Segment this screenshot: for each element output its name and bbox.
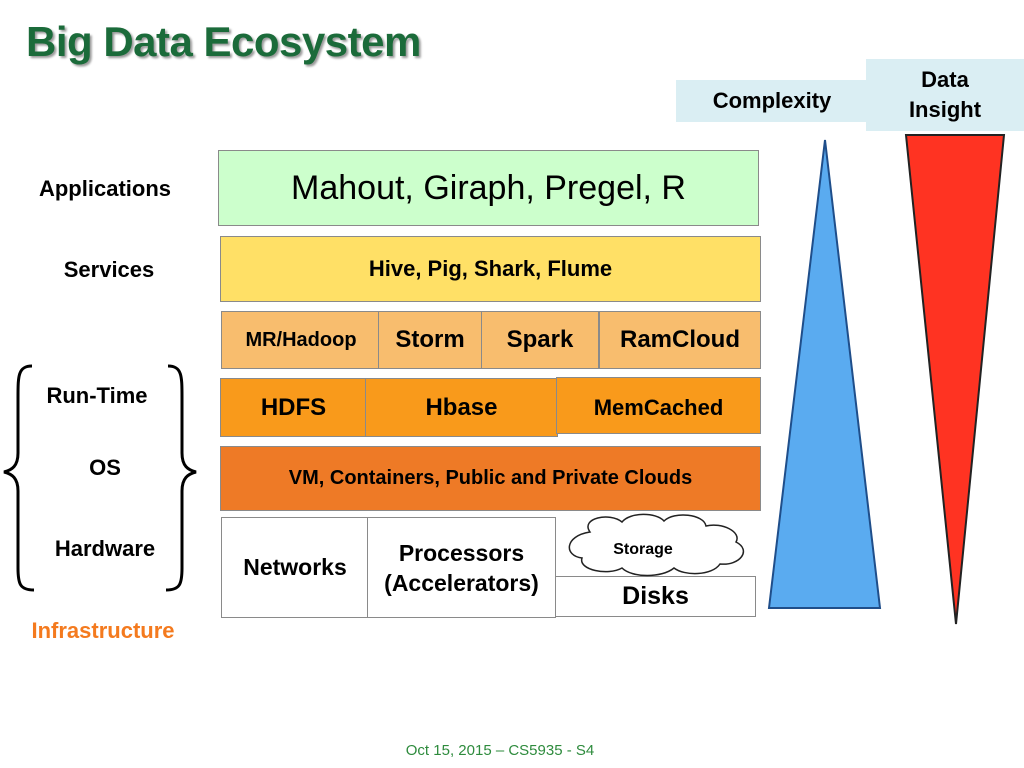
label-services: Services	[63, 257, 155, 282]
right-brace	[165, 364, 197, 592]
storm-box: Storm	[378, 311, 482, 369]
infrastructure-brace	[3, 364, 197, 592]
data-insight-line1: Data	[921, 67, 969, 92]
processors-label: Processors	[398, 539, 525, 566]
label-os: OS	[89, 455, 121, 480]
memcached-box: MemCached	[556, 377, 761, 434]
accelerators-label: (Accelerators)	[384, 569, 539, 596]
vm-containers-box: VM, Containers, Public and Private Cloud…	[220, 446, 761, 511]
disks-box: Disks	[555, 576, 756, 617]
footer-text: Oct 15, 2015 – CS5935 - S4	[405, 742, 595, 759]
label-infrastructure: Infrastructure	[31, 618, 175, 643]
data-insight-line2: Insight	[908, 97, 982, 122]
storage-cloud-icon	[568, 513, 744, 577]
storage-label: Storage	[613, 541, 673, 558]
applications-box: Mahout, Giraph, Pregel, R	[218, 150, 759, 226]
complexity-header: Complexity	[676, 80, 868, 122]
networks-box: Networks	[221, 517, 369, 618]
left-brace	[3, 364, 35, 592]
triangles-graphic	[767, 134, 1006, 625]
spark-box: Spark	[481, 311, 599, 369]
complexity-header-label: Complexity	[712, 88, 832, 113]
data-insight-triangle	[904, 134, 1006, 625]
hbase-box: Hbase	[365, 378, 558, 437]
label-hardware: Hardware	[54, 536, 156, 561]
hdfs-box: HDFS	[220, 378, 367, 437]
label-run-time: Run-Time	[46, 383, 148, 408]
ramcloud-box: RamCloud	[599, 311, 761, 369]
complexity-triangle	[767, 139, 882, 609]
data-insight-header: Data Insight	[866, 59, 1024, 131]
processors-box: Processors (Accelerators)	[367, 517, 556, 618]
mr-hadoop-box: MR/Hadoop	[221, 311, 381, 369]
page-title: Big Data Ecosystem	[26, 18, 421, 65]
label-applications: Applications	[38, 176, 171, 201]
services-box: Hive, Pig, Shark, Flume	[220, 236, 761, 302]
